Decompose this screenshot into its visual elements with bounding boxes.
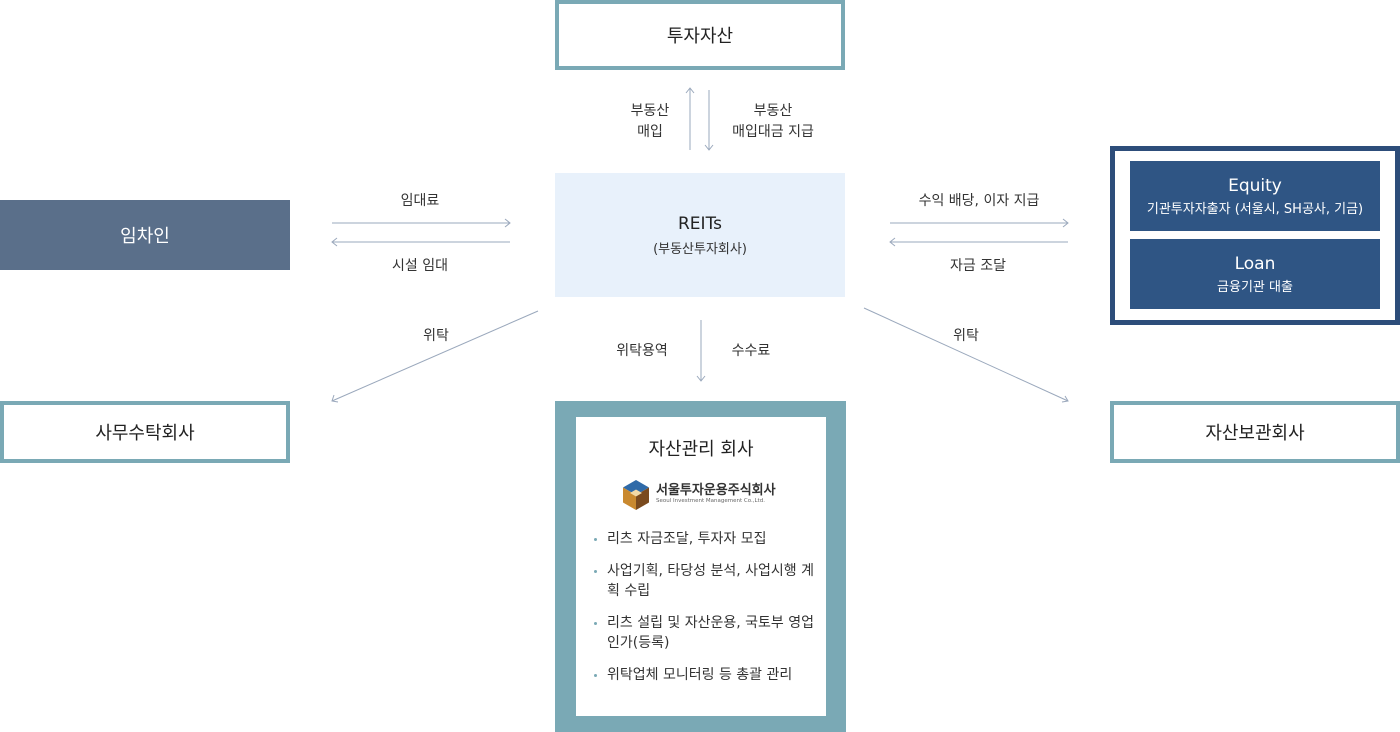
logo-sub: Seoul Investment Management Co.,Ltd.	[656, 498, 765, 504]
investor-frame: Equity 기관투자자출자 (서울시, SH공사, 기금) Loan 금융기관…	[1110, 146, 1400, 325]
arrow-entrust-left	[331, 310, 539, 402]
tenant-label: 임차인	[120, 226, 170, 247]
amc-card: 자산관리 회사 서울투자운용주식회사 Seoul Investment Mana…	[576, 417, 826, 716]
funding-label: 자금 조달	[950, 258, 1006, 274]
amc-frame: 자산관리 회사 서울투자운용주식회사 Seoul Investment Mana…	[555, 401, 846, 732]
admin-trustee-label: 사무수탁회사	[95, 423, 195, 444]
loan-subtitle: 금융기관 대출	[1217, 279, 1293, 295]
service-label: 위탁용역	[616, 343, 668, 359]
custodian-box: 자산보관회사	[1110, 401, 1400, 463]
equity-subtitle: 기관투자자출자 (서울시, SH공사, 기금)	[1146, 201, 1364, 217]
custodian-label: 자산보관회사	[1205, 423, 1305, 444]
list-item: 리츠 설립 및 자산운용, 국토부 영업인가(등록)	[592, 613, 822, 653]
lease-label: 시설 임대	[392, 258, 448, 274]
payment-line2: 매입대금 지급	[732, 124, 814, 140]
investment-assets-label: 투자자산	[666, 26, 734, 47]
loan-title: Loan	[1234, 253, 1276, 274]
list-item: 위탁업체 모니터링 등 총괄 관리	[592, 665, 822, 685]
purchase-line2: 매입	[637, 124, 663, 140]
amc-duty-list: 리츠 자금조달, 투자자 모집 사업기획, 타당성 분석, 사업시행 계획 수립…	[592, 529, 822, 697]
list-item: 사업기획, 타당성 분석, 사업시행 계획 수립	[592, 561, 822, 601]
tenant-box: 임차인	[0, 200, 290, 270]
purchase-label: 부동산 매입	[620, 101, 680, 143]
logo-name: 서울투자운용주식회사	[656, 483, 776, 498]
entrust-left-label: 위탁	[423, 328, 449, 344]
amc-title: 자산관리 회사	[648, 439, 754, 460]
dividend-label: 수익 배당, 이자 지급	[918, 193, 1040, 209]
entrust-right-label: 위탁	[953, 328, 979, 344]
reits-subtitle: (부동산투자회사)	[653, 241, 747, 257]
logo-cube-icon	[623, 480, 649, 510]
rent-label: 임대료	[400, 193, 440, 209]
reits-box: REITs (부동산투자회사)	[555, 173, 845, 297]
arrow-entrust-right	[863, 307, 1069, 402]
fee-label: 수수료	[731, 343, 771, 359]
admin-trustee-box: 사무수탁회사	[0, 401, 290, 463]
list-item: 리츠 자금조달, 투자자 모집	[592, 529, 822, 549]
purchase-line1: 부동산	[630, 103, 670, 119]
loan-box: Loan 금융기관 대출	[1130, 239, 1380, 309]
reits-title: REITs	[678, 213, 722, 234]
equity-title: Equity	[1228, 175, 1282, 196]
payment-line1: 부동산	[753, 103, 793, 119]
equity-box: Equity 기관투자자출자 (서울시, SH공사, 기금)	[1130, 161, 1380, 231]
investment-assets-box: 투자자산	[555, 0, 845, 70]
payment-label: 부동산 매입대금 지급	[718, 101, 828, 143]
amc-logo: 서울투자운용주식회사 Seoul Investment Management C…	[622, 479, 792, 513]
